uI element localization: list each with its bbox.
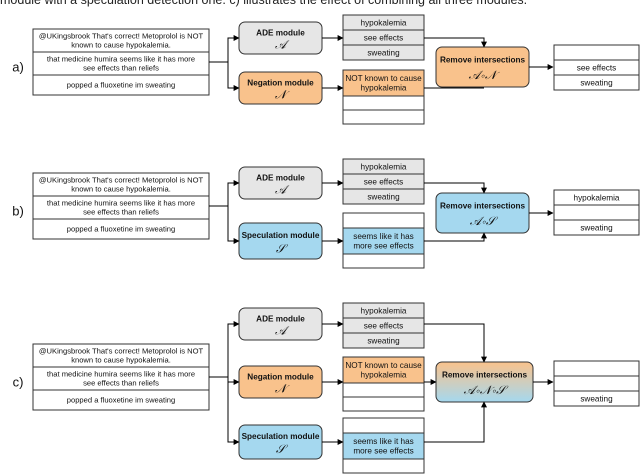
panel-b-input-text: @UKingsbrook That's correct! Metoprolol …: [39, 176, 204, 194]
panel-b-arrow: [227, 206, 240, 244]
panel-c-tag: c): [13, 375, 24, 390]
panel-b-ade-output-text: hypokalemia: [361, 162, 407, 171]
panel-a-result-row: [553, 74, 640, 91]
panel-c-arrow: [227, 377, 240, 385]
panel-c-input-text: that medicine humira seems like it has m…: [47, 370, 195, 388]
panel-c-remove-intersections-formula: 𝒜∘𝒩∘𝒮: [464, 383, 509, 397]
panel-c-result-row: [553, 390, 640, 407]
panel-a-remove-intersections-label: Remove intersections: [440, 56, 526, 65]
panel-c-negation-output-row: [342, 396, 425, 412]
panel-b-result-row: [553, 204, 640, 221]
panel-b-input-text: popped a fluoxetine im sweating: [67, 225, 176, 234]
panel-c-ade-module-label: ADE module: [256, 314, 305, 323]
panel-a-ade-output-text: sweating: [367, 48, 400, 57]
panel-c-arrow: [424, 401, 487, 443]
panel-a-negation-output-row: [342, 69, 425, 97]
panel-b-input-text: that medicine humira seems like it has m…: [47, 199, 195, 217]
panel-b-arrow: [424, 232, 487, 242]
panel-a-input-text: that medicine humira seems like it has m…: [47, 55, 195, 73]
panel-a-arrow: [227, 62, 240, 91]
panel-c-ade-output-text: sweating: [367, 336, 400, 345]
panel-b-ade-output-row: [342, 188, 425, 205]
panel-a-ade-output-text: hypokalemia: [361, 18, 407, 27]
panel-b-ade-output-text: see effects: [364, 177, 403, 186]
panel-c-arrow: [424, 323, 487, 363]
panel-a-input-text: popped a fluoxetine im sweating: [67, 81, 176, 90]
panel-b-remove-intersections-formula: 𝒜∘𝒮: [470, 214, 499, 228]
panel-c-speculation-output-row: [342, 458, 425, 474]
panel-c-speculation-output-row: [342, 432, 425, 460]
panel-b-ade-output-text: sweating: [367, 192, 400, 201]
panel-a-arrow: [424, 37, 487, 48]
panel-b-ade-module-label: ADE module: [256, 173, 305, 182]
panel-c-input-row: [32, 389, 210, 411]
panel-b-remove-intersections-label: Remove intersections: [440, 202, 526, 211]
panel-b-result-text: sweating: [580, 223, 613, 232]
panel-b-result-row: [553, 219, 640, 236]
panel-a-negation-output-row: [342, 95, 425, 111]
panel-c-ade-output-text: hypokalemia: [361, 306, 407, 315]
panel-b-result-text: hypokalemia: [574, 193, 620, 202]
panel-c-input-text: @UKingsbrook That's correct! Metoprolol …: [39, 347, 204, 365]
panel-c-speculation-module-label: Speculation module: [242, 432, 320, 441]
panel-a-result-text: see effects: [577, 63, 616, 72]
panel-a-remove-intersections-formula: 𝒜∘𝒩: [469, 68, 500, 82]
panel-c-result-row: [553, 360, 640, 377]
panel-b-speculation-output-row: [342, 253, 425, 269]
panel-a-tag: a): [12, 60, 24, 75]
panel-c-ade-output-text: see effects: [364, 321, 403, 330]
panel-b-tag: b): [12, 204, 24, 219]
panel-a-negation-module-symbol: 𝒩: [275, 88, 290, 102]
panel-a-arrow: [209, 35, 240, 63]
panel-c-negation-output-row: [342, 382, 425, 398]
figure-caption: module with a speculation detection one.…: [0, 0, 528, 7]
panel-a-ade-output-row: [342, 44, 425, 61]
panel-c-remove-intersections-label: Remove intersections: [442, 371, 528, 380]
panel-c-speculation-output-row: [342, 417, 425, 434]
panel-b-arrow: [424, 182, 487, 194]
panel-a-ade-module-symbol: 𝒜: [275, 38, 290, 52]
panel-a-ade-module-label: ADE module: [256, 28, 305, 37]
panel-a-result-text: sweating: [580, 78, 613, 87]
panel-c-arrow: [227, 382, 240, 445]
panel-b-speculation-output-row: [342, 212, 425, 229]
panel-b-speculation-module-label: Speculation module: [242, 231, 320, 240]
panel-c-result-row: [553, 375, 640, 392]
panel-c-ade-module-symbol: 𝒜: [275, 324, 290, 338]
panel-c-negation-module-symbol: 𝒩: [275, 382, 290, 396]
panel-c-input-text: popped a fluoxetine im sweating: [67, 396, 176, 405]
panel-a-result-row: [553, 44, 640, 61]
panel-b-arrow: [209, 180, 240, 207]
panel-a-negation-module-label: Negation module: [247, 78, 314, 87]
panel-b-input-row: [32, 218, 210, 240]
panel-b-ade-module-symbol: 𝒜: [275, 183, 290, 197]
panel-c-negation-module-label: Negation module: [247, 372, 314, 381]
panel-c-ade-output-row: [342, 332, 425, 349]
panel-a-input-text: @UKingsbrook That's correct! Metoprolol …: [39, 32, 204, 50]
panel-a-ade-output-text: see effects: [364, 33, 403, 42]
panel-a-negation-output-row: [342, 109, 425, 125]
panel-c-result-text: sweating: [580, 394, 613, 403]
panel-c-negation-output-row: [342, 356, 425, 384]
panel-c-arrow: [209, 321, 240, 378]
panel-a-input-row: [32, 74, 210, 96]
